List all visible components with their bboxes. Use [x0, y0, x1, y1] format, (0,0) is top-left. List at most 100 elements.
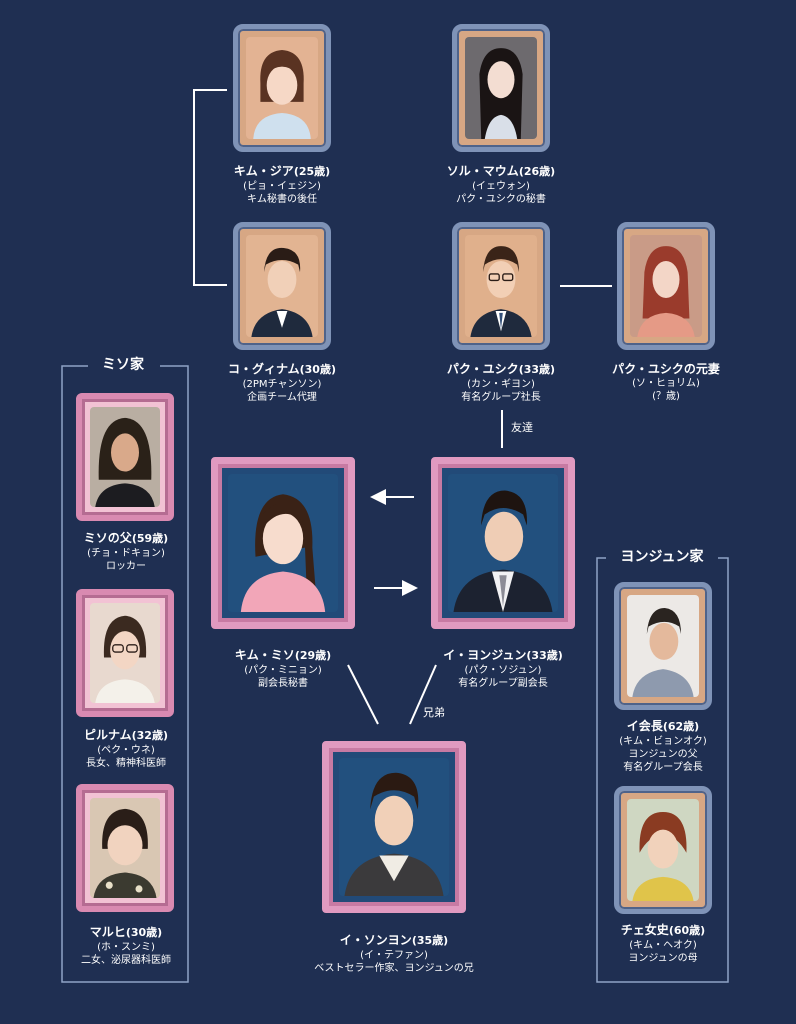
person-name: イ会長	[626, 719, 663, 733]
role-text: ロッカー	[106, 561, 146, 572]
caption-lee-youngjun: イ・ヨンジュン(33歳) (パク・ソジュン) 有名グループ副会長	[404, 647, 602, 690]
portrait-park-yusik	[452, 222, 550, 350]
group-label-youngjun: ヨンジュン家	[606, 548, 718, 566]
person-name: ピルナム	[83, 728, 132, 742]
role-text: ヨンジュンの父	[628, 749, 698, 760]
person-name: イ・ソンヨン	[339, 933, 412, 947]
caption-miso-father: ミソの父(59歳) (チョ・ドキョン) ロッカー	[48, 530, 204, 573]
avatar	[627, 799, 699, 901]
person-name: キム・ジア	[233, 164, 294, 178]
actor-name: (イ・テファン)	[360, 950, 428, 961]
avatar	[465, 37, 537, 139]
person-name: チェ女史	[620, 923, 669, 937]
person-name: イ・ヨンジュン	[443, 648, 527, 662]
portrait-lee-sungyeon	[322, 741, 466, 913]
actor-name: (パク・ミニョン)	[244, 665, 322, 676]
avatar	[448, 474, 558, 612]
portrait-pilnam	[76, 589, 174, 717]
caption-chairman-lee: イ会長(62歳) (キム・ビョンオク) ヨンジュンの父 有名グループ会長	[588, 718, 738, 774]
actor-name: (カン・ギヨン)	[467, 379, 535, 390]
brother-line	[409, 664, 437, 725]
person-age: (29歳)	[294, 649, 332, 662]
role-text: 有名グループ会長	[623, 762, 703, 773]
person-age: (62歳)	[662, 720, 700, 733]
person-age: (59歳)	[131, 532, 169, 545]
actor-name: (イェウォン)	[472, 181, 530, 192]
role-text: 二女、泌尿器科医師	[81, 955, 171, 966]
actor-name: (キム・ビョンオク)	[619, 736, 707, 747]
avatar	[339, 758, 449, 896]
actor-name: (パク・ソジュン)	[464, 665, 542, 676]
portrait-lee-youngjun	[431, 457, 575, 629]
caption-ko-gwinam: コ・グィナム(30歳) (2PMチャンソン) 企画チーム代理	[188, 361, 376, 404]
caption-park-ex-wife: パク・ユシクの元妻 (ソ・ヒョリム) (？歳)	[596, 361, 736, 403]
portrait-kim-jia	[233, 24, 331, 152]
person-age: (35歳)	[411, 934, 449, 947]
avatar	[90, 407, 160, 507]
avatar	[465, 235, 537, 337]
person-name: ミソの父	[83, 531, 132, 545]
relation-brother: 兄弟	[423, 706, 445, 719]
person-age: (30歳)	[125, 926, 163, 939]
person-age: (25歳)	[293, 165, 331, 178]
portrait-malhee	[76, 784, 174, 912]
person-name: コ・グィナム	[227, 362, 300, 376]
miso-to-sungyeon-line	[347, 664, 379, 725]
person-name: パク・ユシクの元妻	[612, 362, 720, 376]
caption-pilnam: ピルナム(32歳) (ペク・ウネ) 長女、精神科医師	[48, 727, 204, 770]
avatar	[627, 595, 699, 697]
role-text: 長女、精神科医師	[86, 758, 166, 769]
actor-name: (ピョ・イェジン)	[243, 181, 321, 192]
portrait-ko-gwinam	[233, 222, 331, 350]
caption-lee-sungyeon: イ・ソンヨン(35歳) (イ・テファン) ベストセラー作家、ヨンジュンの兄	[290, 932, 498, 975]
role-text: ヨンジュンの母	[628, 953, 698, 964]
person-age: (32歳)	[131, 729, 168, 742]
portrait-sol-maum	[452, 24, 550, 152]
portrait-miso-father	[76, 393, 174, 521]
avatar	[90, 603, 160, 703]
role-text: パク・ユシクの秘書	[456, 194, 546, 205]
actor-name: (キム・ヘオク)	[629, 940, 697, 951]
portrait-kim-miso	[211, 457, 355, 629]
portrait-chairman-lee	[614, 582, 712, 710]
role-text: キム秘書の後任	[247, 194, 317, 205]
actor-name: (ペク・ウネ)	[97, 745, 155, 756]
caption-malhee: マルヒ(30歳) (ホ・スンミ) 二女、泌尿器科医師	[48, 924, 204, 967]
avatar	[228, 474, 338, 612]
role-text: 有名グループ副会長	[458, 678, 548, 689]
actor-name: (ホ・スンミ)	[97, 942, 155, 953]
actor-name: (2PMチャンソン)	[242, 379, 322, 390]
miso-family-box	[61, 365, 189, 983]
caption-kim-jia: キム・ジア(25歳) (ピョ・イェジン) キム秘書の後任	[198, 163, 366, 206]
youngjun-family-box	[596, 557, 729, 983]
bracket-line	[193, 89, 227, 286]
person-name: ソル・マウム	[446, 164, 519, 178]
caption-choi-madam: チェ女史(60歳) (キム・ヘオク) ヨンジュンの母	[588, 922, 738, 965]
portrait-park-ex-wife	[617, 222, 715, 350]
actor-name: (チョ・ドキョン)	[87, 548, 165, 559]
avatar	[246, 37, 318, 139]
person-age: (30歳)	[299, 363, 336, 376]
avatar	[630, 235, 702, 337]
role-text: 副会長秘書	[258, 678, 308, 689]
role-text: 有名グループ社長	[461, 392, 541, 403]
actor-name: (ソ・ヒョリム)	[632, 378, 700, 389]
avatar	[90, 798, 160, 898]
group-label-miso: ミソ家	[88, 356, 158, 374]
person-age: (33歳)	[518, 363, 556, 376]
relation-friend: 友達	[511, 421, 533, 434]
person-name: キム・ミソ	[234, 648, 295, 662]
person-name: パク・ユシク	[446, 362, 519, 376]
person-age: (33歳)	[526, 649, 563, 662]
person-name: マルヒ	[89, 925, 126, 939]
caption-kim-miso: キム・ミソ(29歳) (パク・ミニョン) 副会長秘書	[188, 647, 378, 690]
person-age: (26歳)	[518, 165, 556, 178]
portrait-choi-madam	[614, 786, 712, 914]
person-age: (60歳)	[668, 924, 706, 937]
caption-park-yusik: パク・ユシク(33歳) (カン・ギヨン) 有名グループ社長	[416, 361, 586, 404]
age-unknown: (？歳)	[652, 391, 680, 402]
caption-sol-maum: ソル・マウム(26歳) (イェウォン) パク・ユシクの秘書	[416, 163, 586, 206]
role-text: 企画チーム代理	[247, 392, 317, 403]
